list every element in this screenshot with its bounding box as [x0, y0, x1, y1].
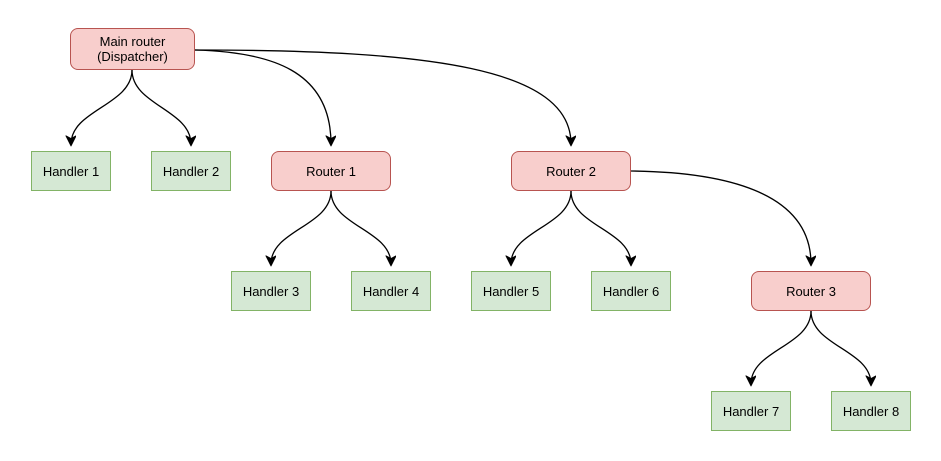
node-handler-6[interactable]: Handler 6 [591, 271, 671, 311]
node-router-3-label: Router 3 [786, 283, 836, 299]
node-handler-7-label: Handler 7 [722, 403, 780, 419]
node-router-1-label: Router 1 [306, 163, 356, 179]
node-handler-8[interactable]: Handler 8 [831, 391, 911, 431]
node-handler-1-label: Handler 1 [42, 163, 100, 179]
edge-router-3-to-handler-8 [810, 310, 871, 384]
edge-main-router-to-router-1 [194, 49, 331, 144]
node-handler-4-label: Handler 4 [362, 283, 420, 299]
node-handler-7[interactable]: Handler 7 [711, 391, 791, 431]
edge-router-2-to-handler-6 [570, 190, 631, 264]
node-main-router-label: Main router (Dispatcher) [97, 34, 168, 64]
node-handler-1[interactable]: Handler 1 [31, 151, 111, 191]
node-handler-5[interactable]: Handler 5 [471, 271, 551, 311]
node-handler-6-label: Handler 6 [602, 283, 660, 299]
node-handler-3[interactable]: Handler 3 [231, 271, 311, 311]
edges-group [71, 49, 871, 384]
node-handler-2-label: Handler 2 [162, 163, 220, 179]
edge-router-2-to-handler-5 [511, 190, 572, 264]
node-router-2-label: Router 2 [546, 163, 596, 179]
edge-router-3-to-handler-7 [751, 310, 812, 384]
node-router-3[interactable]: Router 3 [751, 271, 871, 311]
edge-router-1-to-handler-3 [271, 190, 332, 264]
edge-main-router-to-handler-2 [131, 69, 191, 144]
node-router-2[interactable]: Router 2 [511, 151, 631, 191]
node-router-1[interactable]: Router 1 [271, 151, 391, 191]
edge-router-2-to-router-3 [630, 170, 811, 264]
node-handler-4[interactable]: Handler 4 [351, 271, 431, 311]
node-handler-3-label: Handler 3 [242, 283, 300, 299]
edge-main-router-to-handler-1 [71, 69, 133, 144]
node-handler-2[interactable]: Handler 2 [151, 151, 231, 191]
node-handler-5-label: Handler 5 [482, 283, 540, 299]
node-handler-8-label: Handler 8 [842, 403, 900, 419]
edge-main-router-to-router-2 [194, 49, 571, 144]
edge-router-1-to-handler-4 [330, 190, 391, 264]
node-main-router[interactable]: Main router (Dispatcher) [70, 28, 195, 70]
